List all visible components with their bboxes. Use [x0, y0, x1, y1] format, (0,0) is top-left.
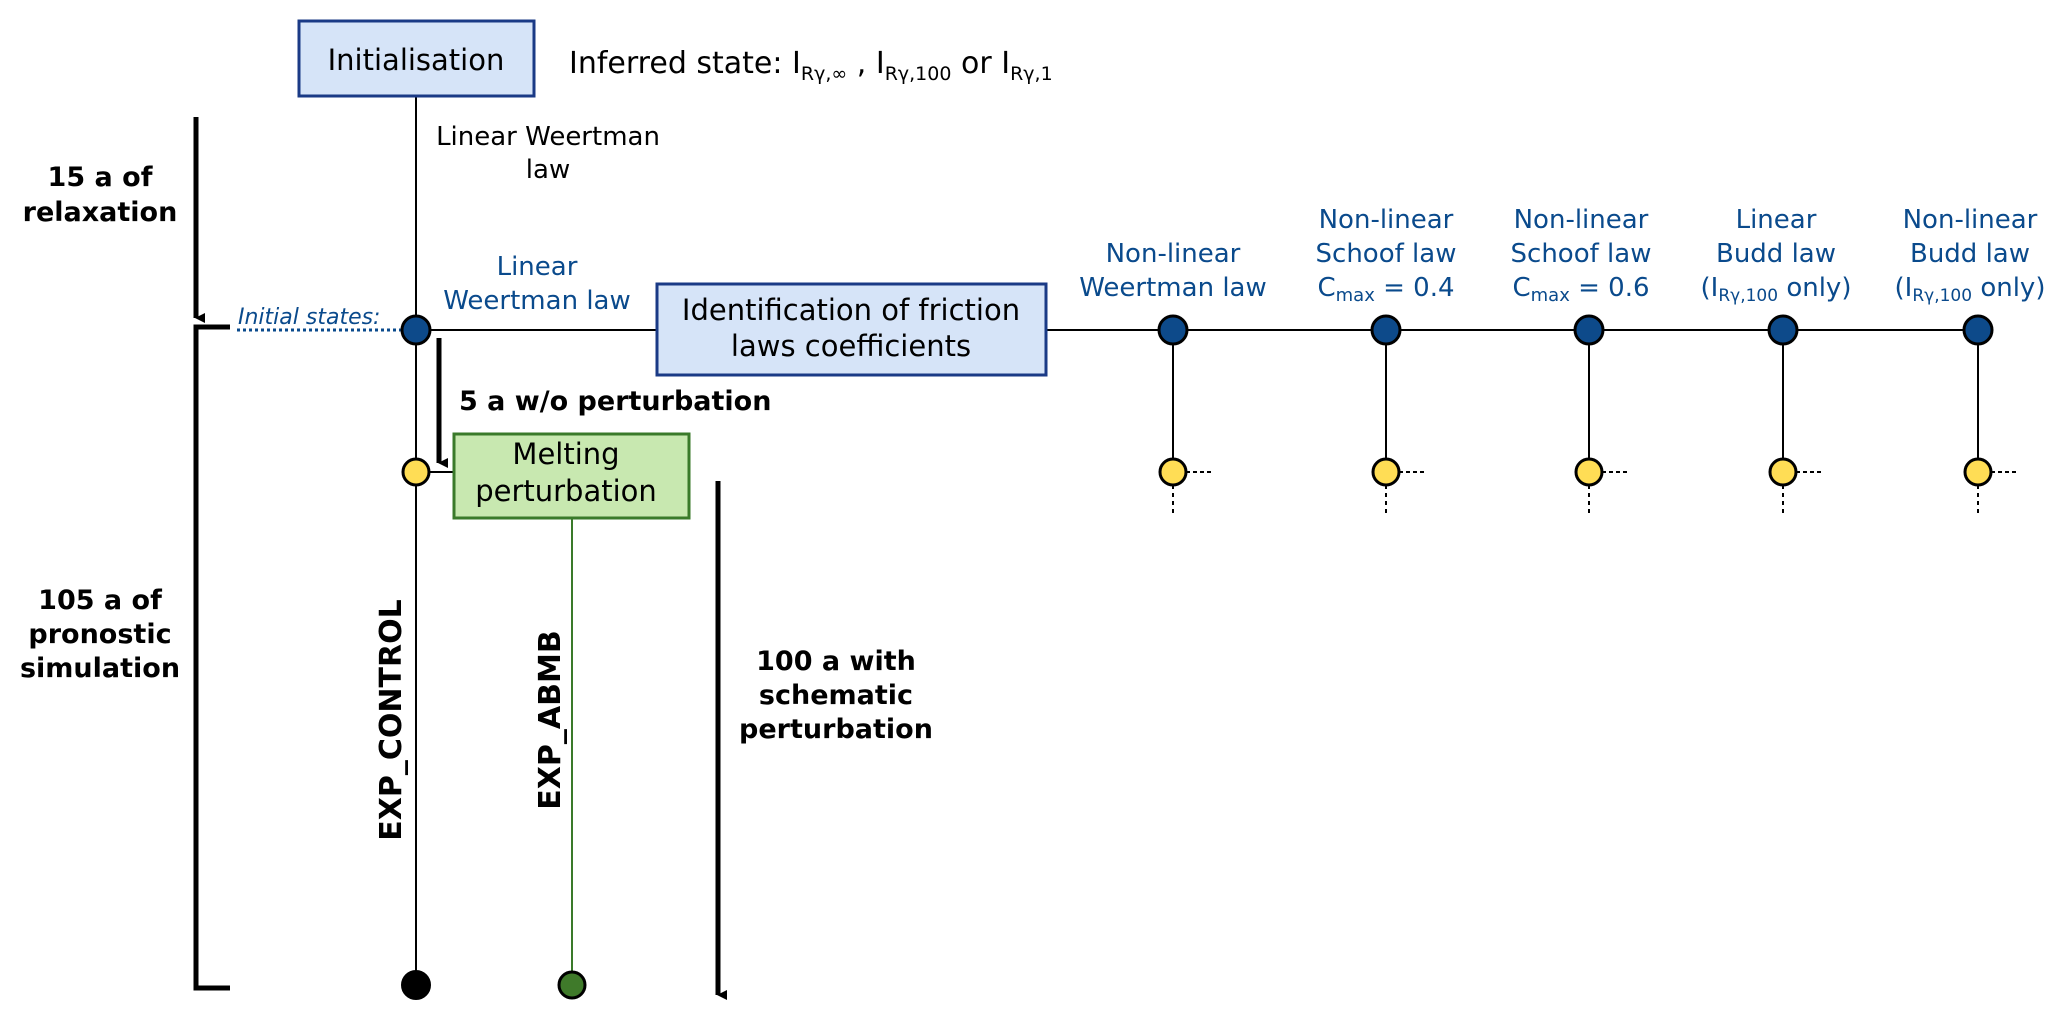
initialisation-label: Initialisation — [328, 43, 505, 77]
no-perturbation-label: 5 a w/o perturbation — [459, 386, 771, 417]
node-nonlinear-budd — [1962, 314, 1994, 346]
svg-text:Weertman law: Weertman law — [1079, 273, 1266, 303]
node-schoof-06 — [1573, 314, 1605, 346]
svg-text:Non-linear: Non-linear — [1106, 239, 1241, 269]
node-yellow-control — [401, 457, 431, 487]
law-label-linear-budd: Linear Budd law (IRγ,100 only) — [1701, 205, 1852, 306]
svg-text:Schoof law: Schoof law — [1316, 239, 1457, 269]
law-column-schoof-04 — [1385, 342, 1425, 515]
svg-text:Schoof law: Schoof law — [1511, 239, 1652, 269]
initial-states-label: Initial states: — [238, 305, 380, 330]
svg-text:Non-linear: Non-linear — [1903, 205, 2038, 235]
inferred-state-text: Inferred state: IRγ,∞ , IRγ,100 or IRγ,1 — [569, 46, 1053, 85]
svg-text:Non-linear: Non-linear — [1514, 205, 1649, 235]
exp-control-label: EXP_CONTROL — [374, 599, 409, 840]
node-yellow-linear-budd — [1768, 457, 1798, 487]
svg-text:Budd law: Budd law — [1910, 239, 2030, 269]
svg-text:Weertman law: Weertman law — [443, 286, 630, 316]
identification-box: Identification of friction laws coeffici… — [655, 282, 1048, 377]
law-label-schoof-06: Non-linear Schoof law Cmax = 0.6 — [1511, 205, 1652, 306]
law-label-schoof-04: Non-linear Schoof law Cmax = 0.4 — [1316, 205, 1457, 306]
prognostic-bracket — [193, 324, 230, 991]
law-label-linear-weertman: Linear Weertman law — [443, 252, 630, 316]
prognostic-label-line3: simulation — [20, 653, 180, 684]
relaxation-label-line2: relaxation — [23, 197, 178, 228]
node-schoof-04 — [1370, 314, 1402, 346]
with-perturbation-label-line3: perturbation — [739, 714, 933, 745]
with-perturbation-label-line2: schematic — [759, 680, 913, 711]
relaxation-label-line1: 15 a of — [48, 162, 153, 193]
node-end-control — [401, 970, 431, 1000]
svg-text:Non-linear: Non-linear — [1319, 205, 1454, 235]
svg-text:Budd law: Budd law — [1716, 239, 1836, 269]
node-yellow-nonlinear-weertman — [1158, 457, 1188, 487]
node-nonlinear-weertman — [1157, 314, 1189, 346]
melting-label-line1: Melting — [512, 437, 619, 471]
prognostic-label-line1: 105 a of — [38, 585, 162, 616]
svg-text:Cmax = 0.4: Cmax = 0.4 — [1317, 273, 1454, 306]
node-yellow-nonlinear-budd — [1963, 457, 1993, 487]
identification-label-line1: Identification of friction — [682, 293, 1020, 327]
identification-label-line2: laws coefficients — [731, 329, 971, 363]
law-column-linear-budd — [1782, 342, 1822, 515]
initialisation-box: Initialisation — [297, 19, 536, 98]
svg-text:(IRγ,100 only): (IRγ,100 only) — [1895, 273, 2046, 306]
node-end-abmb — [557, 970, 587, 1000]
svg-text:Cmax = 0.6: Cmax = 0.6 — [1512, 273, 1649, 306]
exp-abmb-label: EXP_ABMB — [533, 630, 568, 809]
law-column-nonlinear-budd — [1977, 342, 2017, 515]
with-perturbation-label-line1: 100 a with — [756, 646, 916, 677]
law-label-nonlinear-budd: Non-linear Budd law (IRγ,100 only) — [1895, 205, 2046, 306]
svg-text:Linear: Linear — [497, 252, 578, 282]
melting-label-line2: perturbation — [475, 474, 657, 508]
law-column-schoof-06 — [1588, 342, 1628, 515]
node-yellow-schoof-04 — [1371, 457, 1401, 487]
node-initial-state — [400, 314, 432, 346]
svg-text:Linear: Linear — [1736, 205, 1817, 235]
linear-weertman-top-label-line1: Linear Weertman — [436, 122, 660, 152]
law-column-nonlinear-weertman — [1172, 342, 1212, 515]
law-label-nonlinear-weertman: Non-linear Weertman law — [1079, 239, 1266, 303]
node-linear-budd — [1767, 314, 1799, 346]
prognostic-label-line2: pronostic — [28, 619, 171, 650]
linear-weertman-top-label-line2: law — [526, 155, 570, 185]
node-yellow-schoof-06 — [1574, 457, 1604, 487]
melting-perturbation-box: Melting perturbation — [452, 432, 691, 520]
svg-text:(IRγ,100 only): (IRγ,100 only) — [1701, 273, 1852, 306]
